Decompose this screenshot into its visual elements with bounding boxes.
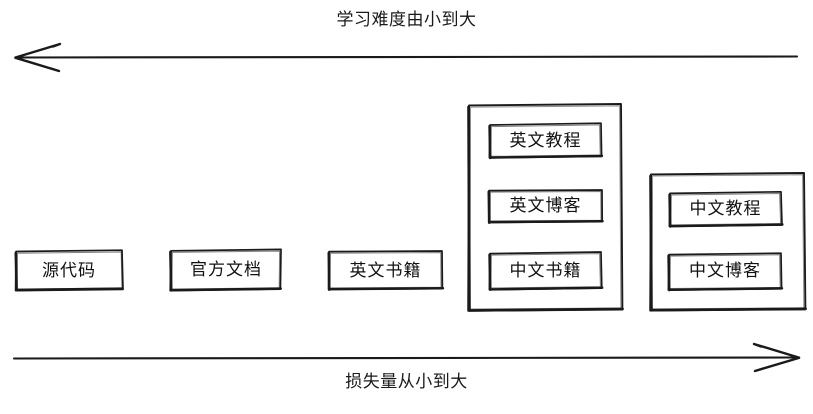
node-chinese-blog[interactable]: 中文博客 (689, 261, 761, 281)
node-box-english-tutorial (489, 123, 602, 158)
node-english-tutorial[interactable]: 英文教程 (509, 131, 582, 151)
node-box-chinese-books (489, 252, 602, 290)
top-axis-label: 学习难度由小到大 (336, 10, 477, 30)
node-english-books[interactable]: 英文书籍 (349, 261, 422, 281)
node-box-source-code (16, 250, 123, 290)
node-chinese-books[interactable]: 中文书籍 (509, 261, 582, 281)
top-axis-arrow (16, 44, 798, 71)
bottom-axis-arrow (14, 344, 799, 371)
node-box-chinese-blog (668, 253, 782, 290)
node-english-blog[interactable]: 英文博客 (509, 196, 582, 216)
node-box-official-docs (170, 249, 281, 290)
node-box-chinese-tutorial (669, 192, 782, 227)
node-box-english-books (329, 251, 443, 290)
bottom-axis-label: 损失量从小到大 (345, 372, 468, 392)
group-container-2 (650, 173, 805, 311)
node-chinese-tutorial[interactable]: 中文教程 (689, 199, 762, 219)
node-source-code[interactable]: 源代码 (42, 261, 96, 281)
node-box-english-blog (489, 190, 603, 223)
node-official-docs[interactable]: 官方文档 (190, 260, 262, 280)
group-container-1 (468, 104, 622, 311)
